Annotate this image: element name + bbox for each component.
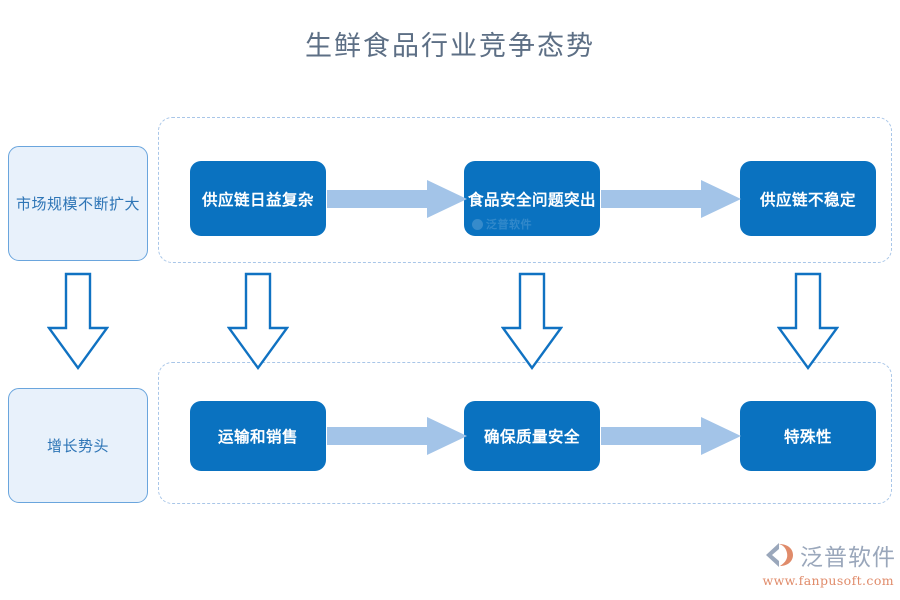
- page-title: 生鲜食品行业竞争态势: [305, 31, 595, 62]
- process-box-specialty: 特殊性: [740, 401, 876, 471]
- process-box-label: 特殊性: [783, 428, 832, 446]
- fanpu-logo-icon: [766, 543, 793, 567]
- process-box-label: 确保质量安全: [483, 428, 580, 446]
- process-box-supply-chain-unstable: 供应链不稳定: [740, 161, 876, 236]
- arrow-right-bottom-1-icon: [327, 417, 467, 455]
- brand-logo-row: 泛普软件: [762, 538, 896, 572]
- process-box-label: 运输和销售: [217, 428, 298, 446]
- process-box-label: 食品安全问题突出: [467, 190, 596, 209]
- brand-logo: 泛普软件 www.fanpusoft.com: [762, 538, 896, 590]
- side-box-label: 增长势头: [46, 437, 109, 455]
- box-watermark: 泛普软件: [472, 216, 532, 232]
- process-box-food-safety-issue: 食品安全问题突出 泛普软件: [464, 161, 600, 236]
- brand-name: 泛普软件: [800, 545, 896, 571]
- top-process-group-container: [158, 117, 892, 263]
- arrow-down-3-icon: [776, 272, 840, 372]
- arrow-right-top-2-icon: [601, 180, 741, 218]
- process-box-transport-sales: 运输和销售: [190, 401, 326, 471]
- side-box-growth-momentum: 增长势头: [8, 388, 148, 503]
- arrow-down-1-icon: [226, 272, 290, 372]
- process-box-label: 供应链日益复杂: [201, 190, 314, 209]
- arrow-down-2-icon: [500, 272, 564, 372]
- process-box-ensure-quality-safety: 确保质量安全: [464, 401, 600, 471]
- arrow-down-sidebar-icon: [46, 272, 110, 372]
- arrow-right-bottom-2-icon: [601, 417, 741, 455]
- process-box-supply-chain-complex: 供应链日益复杂: [190, 161, 326, 236]
- process-box-label: 供应链不稳定: [759, 190, 856, 209]
- watermark-dot-icon: [472, 218, 483, 230]
- side-box-label: 市场规模不断扩大: [15, 195, 140, 213]
- arrow-right-top-1-icon: [327, 180, 467, 218]
- brand-url: www.fanpusoft.com: [762, 573, 894, 588]
- side-box-market-scale: 市场规模不断扩大: [8, 146, 148, 261]
- bottom-process-group-container: [158, 362, 892, 504]
- watermark-text: 泛普软件: [486, 218, 532, 231]
